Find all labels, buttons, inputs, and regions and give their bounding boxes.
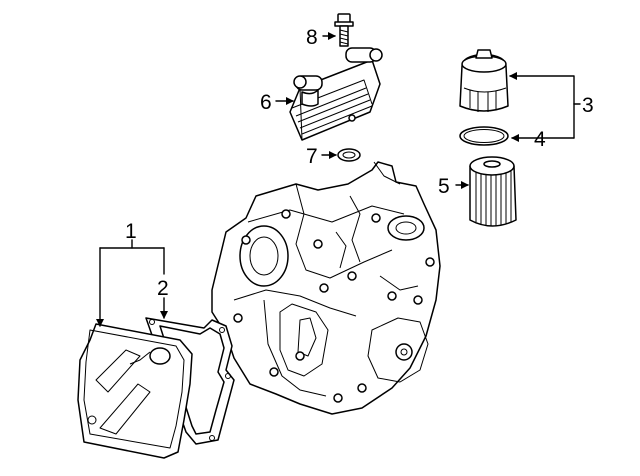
oil-cooler-part [289, 47, 383, 141]
transmission-case-part [211, 161, 441, 415]
callout-4: 4 [534, 128, 546, 151]
oil-pan-part [77, 323, 193, 459]
callout-6: 6 [260, 91, 272, 114]
callout-2: 2 [157, 277, 169, 300]
callout-8: 8 [306, 26, 318, 49]
bolt-part [334, 13, 354, 47]
callout-3: 3 [582, 94, 594, 117]
o-ring-small-part [337, 148, 361, 162]
filter-housing-cap-part [459, 49, 509, 112]
callout-1: 1 [125, 220, 137, 243]
o-ring-large-part [459, 126, 509, 146]
leader-lines [96, 32, 581, 327]
callout-5: 5 [438, 175, 450, 198]
oil-filter-part [469, 156, 517, 227]
callout-7: 7 [306, 145, 318, 168]
